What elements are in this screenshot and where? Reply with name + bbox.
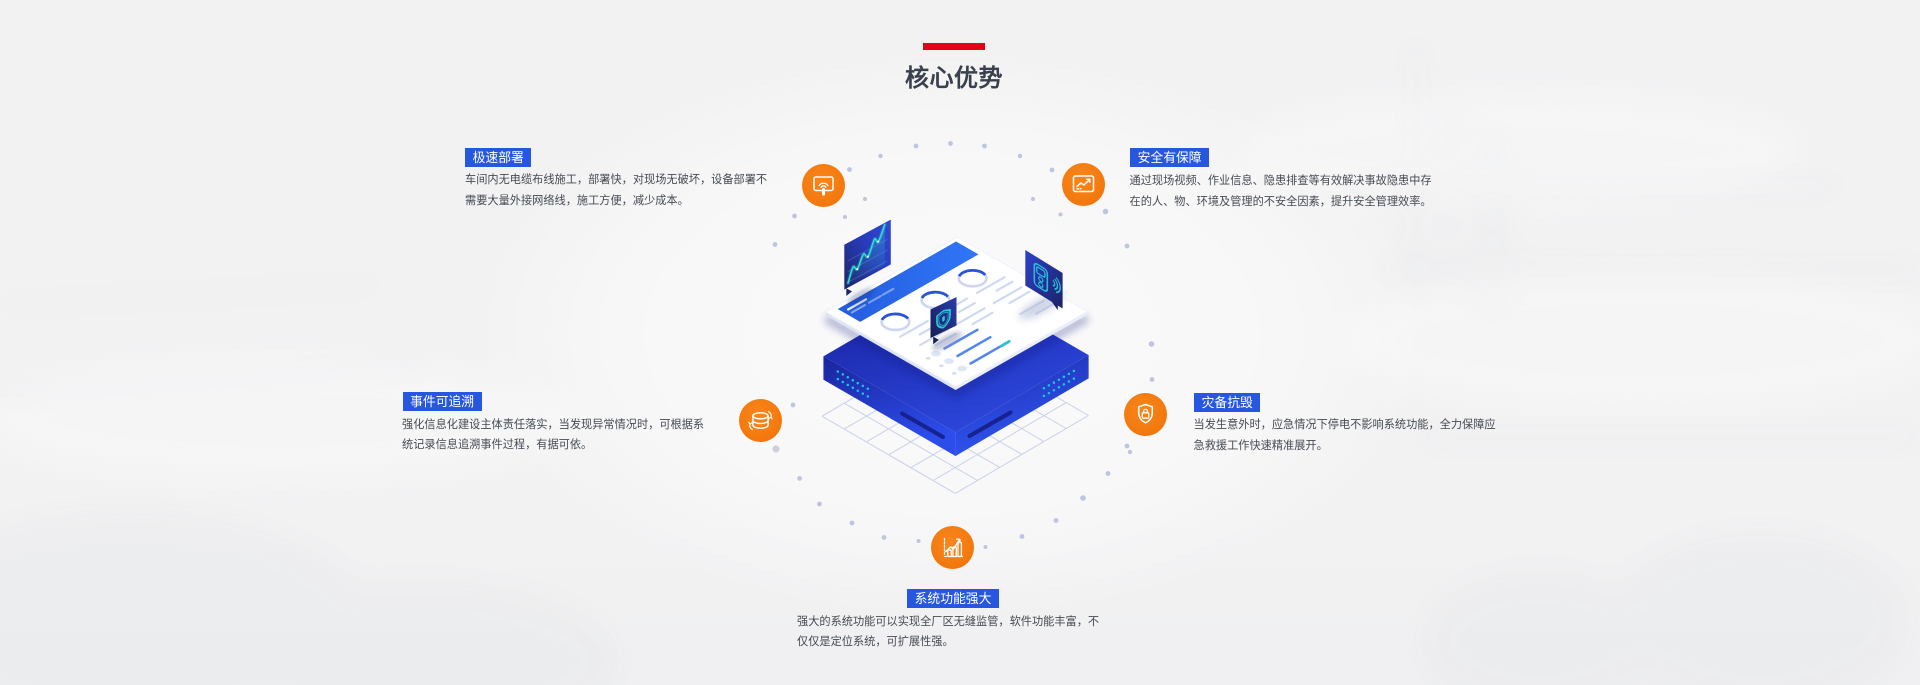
feature-text: 强化信息化建设主体责任落实，当发现异常情况时，可根据系统记录信息追溯事件过程，有… (402, 415, 710, 457)
feature-text-line: 统记录信息追溯事件过程，有据可依。 (402, 439, 593, 452)
feature-text-line: 强大的系统功能可以实现全厂区无缝监管，软件功能丰富，不 (797, 615, 1100, 628)
isometric-platform-illustration (772, 141, 1155, 549)
title-accent-bar (923, 43, 985, 50)
feature-label: 安全有保障 (1130, 148, 1210, 168)
feature-label-wrap: 系统功能强大 (797, 588, 1109, 608)
feature-text-line: 在的人、物、环境及管理的不安全因素，提升安全管理效率。 (1129, 195, 1432, 208)
wireless-screen-touch-icon (802, 164, 845, 207)
feature-text-line: 车间内无电缆布线施工，部署快，对现场无破坏，设备部署不 (465, 174, 768, 187)
line-chart-panel (844, 219, 891, 296)
led-dots (836, 369, 1076, 398)
feature-text: 强大的系统功能可以实现全厂区无缝监管，软件功能丰富，不仅仅是定位系统，可扩展性强… (797, 612, 1109, 654)
donut-charts (880, 268, 988, 332)
monitor-trend-icon (1062, 163, 1105, 206)
feature-label: 灾备抗毁 (1194, 392, 1261, 412)
access-device-panel (1025, 250, 1063, 311)
feature-text-line: 需要大量外接网络线，施工方便，减少成本。 (465, 195, 689, 208)
feature-text-line: 当发生意外时，应急情况下停电不影响系统功能，全力保障应 (1193, 419, 1496, 431)
feature-text-line: 仅仅是定位系统，可扩展性强。 (797, 636, 954, 649)
dotted-circle-decoration (772, 141, 1155, 549)
feature-text: 当发生意外时，应急情况下停电不影响系统功能，全力保障应急救援工作快速精准展开。 (1194, 415, 1502, 457)
feature-text: 通过现场视频、作业信息、隐患排查等有效解决事故隐患中存在的人、物、环境及管理的不… (1130, 171, 1441, 213)
shield-lock-icon (1124, 393, 1167, 436)
feature-text-line: 急救援工作快速精准展开。 (1193, 439, 1328, 452)
dashboard-header-band (837, 241, 979, 322)
feature-text: 车间内无电缆布线施工，部署快，对现场无破坏，设备部署不需要大量外接网络线，施工方… (465, 170, 773, 212)
section-title: 核心优势 (905, 65, 1003, 92)
feature-text-line: 强化信息化建设主体责任落实，当发现异常情况时，可根据系 (402, 418, 705, 431)
feature-label: 极速部署 (465, 147, 532, 167)
shield-badge (930, 297, 957, 345)
feature-label: 系统功能强大 (907, 588, 999, 608)
database-sync-icon (739, 399, 782, 442)
feature-label: 事件可追溯 (402, 392, 482, 412)
feature-text-line: 通过现场视频、作业信息、隐患排查等有效解决事故隐患中存 (1129, 174, 1432, 187)
bar-chart-growth-icon (931, 526, 974, 569)
